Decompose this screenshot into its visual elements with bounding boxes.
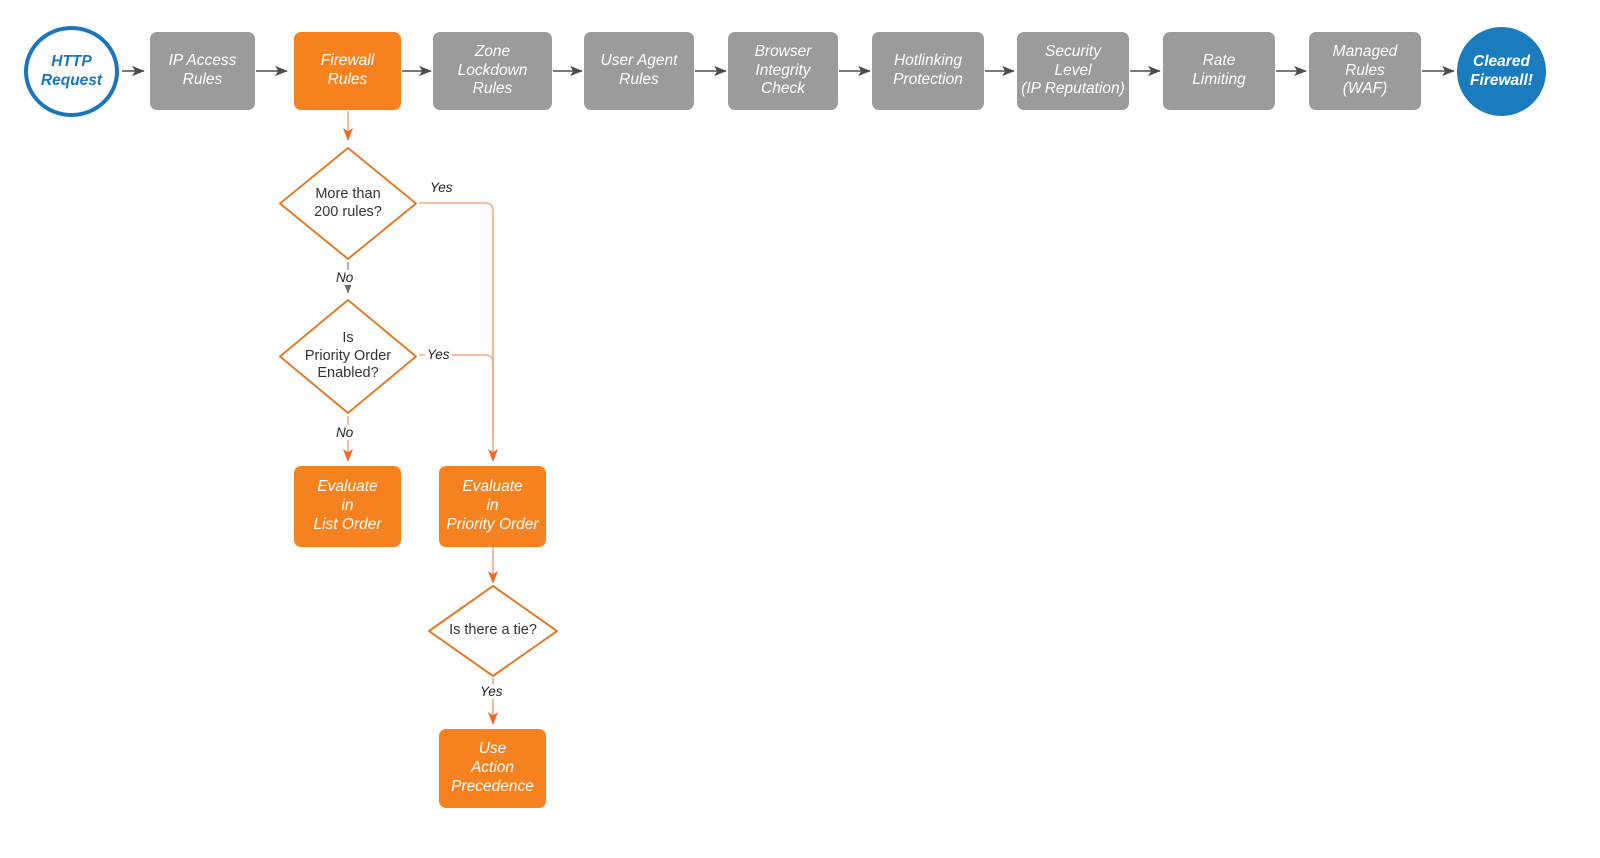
node-browser-integrity-check[interactable]: Browser Integrity Check xyxy=(728,32,838,110)
decision-priority-order-enabled[interactable]: Is Priority Order Enabled? xyxy=(277,297,419,416)
edge-label-more-than-200-yes: Yes xyxy=(428,180,455,195)
edge-label-more-than-200-no: No xyxy=(334,270,356,285)
node-security-level[interactable]: Security Level (IP Reputation) xyxy=(1017,32,1129,110)
node-rate-limiting[interactable]: Rate Limiting xyxy=(1163,32,1275,110)
decision-more-than-200-rules[interactable]: More than 200 rules? xyxy=(277,145,419,262)
diamond-shape xyxy=(279,147,417,260)
node-http-request[interactable]: HTTP Request xyxy=(24,26,119,117)
node-evaluate-list-order[interactable]: Evaluate in List Order xyxy=(294,466,401,547)
node-evaluate-priority-order[interactable]: Evaluate in Priority Order xyxy=(439,466,546,547)
node-ip-access-rules[interactable]: IP Access Rules xyxy=(150,32,255,110)
node-user-agent-rules-label: User Agent Rules xyxy=(600,52,678,88)
node-managed-rules-waf[interactable]: Managed Rules (WAF) xyxy=(1309,32,1421,110)
decision-is-there-a-tie[interactable]: Is there a tie? xyxy=(426,583,560,679)
diamond-shape xyxy=(279,299,417,414)
node-zone-lockdown-rules-label: Zone Lockdown Rules xyxy=(457,42,528,98)
decision-is-there-a-tie-label: Is there a tie? xyxy=(449,622,537,639)
edge-decision1-yes-to-priorityorder xyxy=(419,202,499,462)
node-browser-integrity-check-label: Browser Integrity Check xyxy=(754,42,812,98)
node-hotlinking-protection[interactable]: Hotlinking Protection xyxy=(872,32,984,110)
decision-more-than-200-rules-label: More than 200 rules? xyxy=(314,185,382,220)
edge-label-priority-order-yes: Yes xyxy=(425,347,452,362)
node-managed-rules-waf-label: Managed Rules (WAF) xyxy=(1332,42,1398,98)
node-rate-limiting-label: Rate Limiting xyxy=(1192,52,1246,88)
node-evaluate-list-order-label: Evaluate in List Order xyxy=(313,478,382,533)
edge-label-tie-yes: Yes xyxy=(478,684,505,699)
node-cleared-firewall[interactable]: Cleared Firewall! xyxy=(1457,27,1546,116)
node-evaluate-priority-order-label: Evaluate in Priority Order xyxy=(446,478,539,533)
edge-label-priority-order-no: No xyxy=(334,425,356,440)
node-firewall-rules[interactable]: Firewall Rules xyxy=(294,32,401,110)
edge-decision2-yes-to-priorityorder xyxy=(419,354,494,440)
node-security-level-label: Security Level (IP Reputation) xyxy=(1021,42,1125,98)
node-zone-lockdown-rules[interactable]: Zone Lockdown Rules xyxy=(433,32,552,110)
node-user-agent-rules[interactable]: User Agent Rules xyxy=(584,32,694,110)
node-http-request-label: HTTP Request xyxy=(40,52,103,89)
node-firewall-rules-label: Firewall Rules xyxy=(320,52,375,88)
node-use-action-precedence-label: Use Action Precedence xyxy=(451,740,534,795)
diamond-shape xyxy=(428,585,558,677)
node-hotlinking-protection-label: Hotlinking Protection xyxy=(893,52,963,88)
node-use-action-precedence[interactable]: Use Action Precedence xyxy=(439,729,546,808)
node-cleared-firewall-label: Cleared Firewall! xyxy=(1470,52,1533,89)
node-ip-access-rules-label: IP Access Rules xyxy=(168,52,237,88)
decision-priority-order-enabled-label: Is Priority Order Enabled? xyxy=(304,329,392,382)
